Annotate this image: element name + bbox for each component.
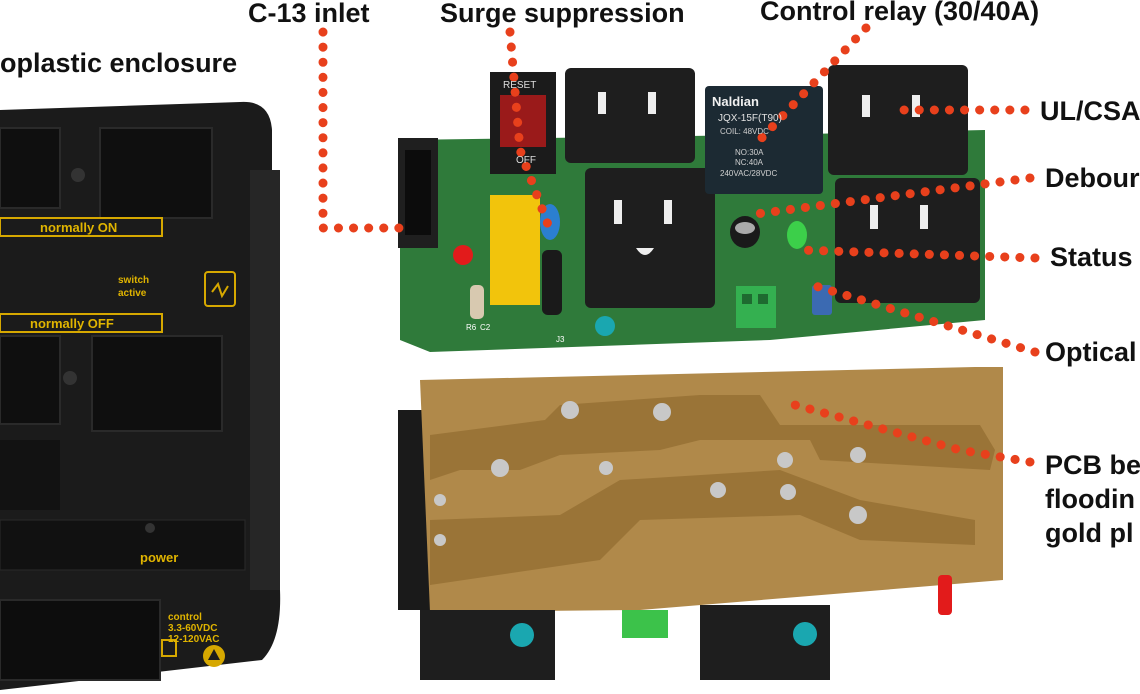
leader-pcb — [790, 400, 1035, 467]
leader-status — [795, 245, 1040, 263]
callout-inlet: C-13 inlet — [248, 0, 370, 28]
outlet-bottom-1 — [585, 168, 715, 308]
callout-pcb-line3: gold pl — [1045, 518, 1134, 548]
enclosure-normally-off: normally OFF — [30, 316, 114, 331]
pcb-top — [398, 65, 985, 352]
terminal-block — [736, 286, 776, 328]
callout-enclosure: oplastic enclosure — [0, 48, 238, 78]
leader-relay — [750, 23, 871, 150]
relay-model: JQX-15F(T90) — [718, 113, 782, 124]
relay-nc: NC:40A — [735, 158, 764, 167]
enclosure-switch-line1: switch — [118, 275, 149, 286]
enclosure-power: power — [140, 550, 178, 565]
status-led — [787, 221, 807, 249]
callout-pcb-line1: PCB be — [1045, 450, 1140, 480]
leader-inlet — [318, 27, 405, 233]
enclosure — [0, 101, 281, 690]
leader-surge — [505, 27, 555, 235]
callout-ulcsa: UL/CSA — [1040, 96, 1140, 126]
surge-capacitor-yellow — [490, 195, 540, 305]
leader-optical — [807, 280, 1040, 357]
outlet-top-2 — [828, 65, 968, 175]
relay-rating: 240VAC/28VDC — [720, 169, 777, 178]
off-switch-label: OFF — [516, 155, 536, 166]
pcb-bottom — [398, 367, 1003, 680]
recycle-bin-icon — [161, 639, 177, 657]
callout-debounce: Debour — [1045, 163, 1140, 193]
callout-optical: Optical — [1045, 337, 1137, 367]
enclosure-normally-on: normally ON — [40, 220, 117, 235]
red-led — [453, 245, 473, 265]
leader-lines — [318, 23, 1040, 467]
enclosure-control-line2: 3.3-60VDC — [168, 623, 217, 634]
callout-status: Status — [1050, 242, 1133, 272]
callout-pcb-line2: floodin — [1045, 484, 1135, 514]
outlet-top-1 — [565, 68, 695, 163]
silk-c2: C2 — [480, 323, 491, 332]
silk-j3: J3 — [556, 335, 565, 344]
relay-no: NO:30A — [735, 148, 764, 157]
optical-isolator — [812, 285, 832, 315]
silk-r6: R6 — [466, 323, 477, 332]
callout-relay: Control relay (30/40A) — [760, 0, 1040, 26]
enclosure-control-line3: 12-120VAC — [168, 634, 220, 645]
enclosure-switch-line2: active — [118, 288, 147, 299]
reset-switch-label: RESET — [503, 80, 536, 91]
callout-surge: Surge suppression — [440, 0, 685, 28]
relay-brand: Naldian — [712, 94, 759, 109]
relay-coil: COIL: 48VDC — [720, 127, 769, 136]
leader-debounce — [743, 173, 1035, 220]
enclosure-control-line1: control — [168, 612, 202, 623]
